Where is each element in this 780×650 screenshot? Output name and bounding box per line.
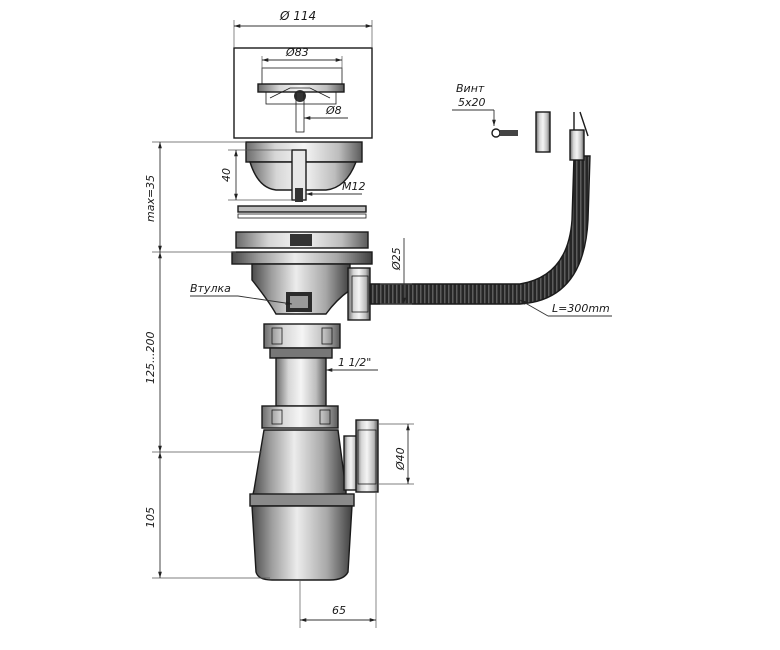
dim-65: 65 (299, 492, 377, 628)
vtulka-label: Втулка (190, 282, 231, 295)
range125-label: 125...200 (144, 332, 157, 384)
dim-d8: Ø8 (304, 104, 348, 120)
d25-label: Ø25 (390, 247, 403, 271)
dim-d114: Ø 114 (233, 9, 373, 48)
m12-label: M12 (342, 180, 366, 193)
h40-label: 40 (220, 168, 233, 182)
dim-vint: Винт 5x20 (452, 82, 496, 126)
hose-length-label: L=300mm (552, 302, 610, 315)
dim-105: 105 (144, 452, 270, 579)
d83-label: Ø83 (285, 46, 309, 59)
strainer-top-view (233, 47, 373, 139)
dim-d40: Ø40 (378, 423, 414, 485)
max35-label: max=35 (144, 175, 157, 222)
dim-40: 40 (220, 149, 292, 201)
w65-label: 65 (332, 604, 346, 617)
lower-nut (261, 405, 339, 429)
h105-label: 105 (144, 507, 157, 528)
vint-label: Винт (456, 82, 485, 95)
d114-label: Ø 114 (279, 9, 316, 23)
dim-inch: 1 1/2" (326, 356, 378, 372)
d40-label: Ø40 (394, 447, 407, 471)
strainer-cup (245, 141, 363, 202)
inch-label: 1 1/2" (338, 356, 371, 369)
dim-125-200: 125...200 (144, 252, 262, 453)
dim-m12: M12 (306, 180, 366, 196)
gaskets (231, 205, 373, 265)
dim-d25: Ø25 (380, 238, 412, 305)
upper-nut (263, 323, 341, 359)
bottle-trap (249, 419, 379, 581)
d8-label: Ø8 (325, 104, 342, 117)
overflow-hose (369, 111, 591, 305)
dim-vtulka: Втулка (190, 282, 293, 305)
dim-hose-length: L=300mm (519, 299, 612, 317)
tail-pipe (275, 357, 327, 407)
dim-max35: max=35 (144, 141, 246, 253)
vint-size-label: 5x20 (458, 96, 486, 109)
upper-body (251, 263, 371, 321)
dim-d83: Ø83 (261, 46, 343, 70)
